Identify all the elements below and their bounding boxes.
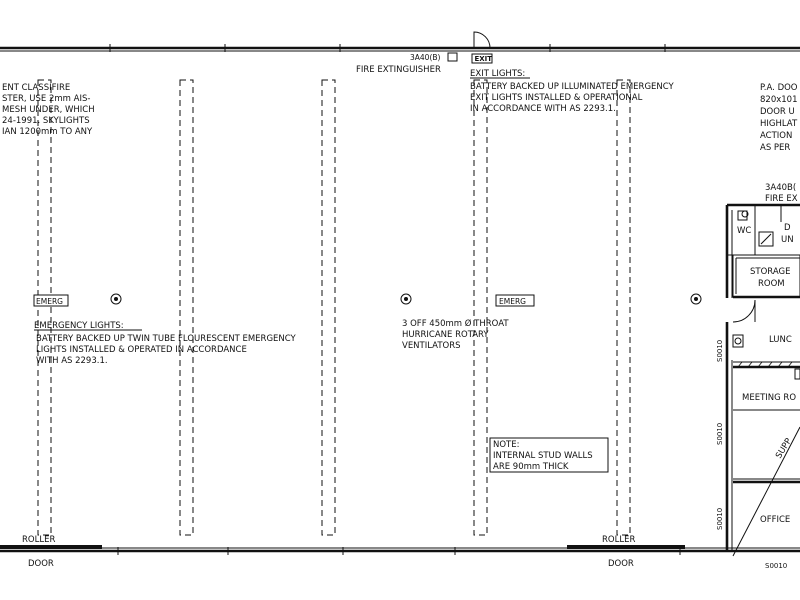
ventilator-symbols [110,293,702,305]
roller-door-top: ROLLER [602,535,635,545]
roller-door-bottom: DOOR [28,559,54,569]
stud-note-line: ARE 90mm THICK [493,462,569,472]
pa-note-line: 820x101 [760,95,797,105]
stud-note-line: INTERNAL STUD WALLS [493,451,593,461]
exit-lights-note: EXIT LIGHTS: BATTERY BACKED UP ILLUMINAT… [470,69,675,114]
outer-walls [0,46,800,553]
ventilators-line: VENTILATORS [402,341,461,351]
room-label-supply: SUPP [774,437,794,461]
roller-door-top: ROLLER [22,535,55,545]
pa-note-line: P.A. DOO [760,83,798,93]
emergency-lights-line: BATTERY BACKED UP TWIN TUBE FLOURESCENT … [36,334,297,344]
pa-note-line: AS PER [760,143,790,153]
emergency-lights-heading: EMERGENCY LIGHTS: [34,321,124,331]
left-note-line: IAN 1200mm TO ANY [2,127,93,137]
left-note-line: MESH UNDER, WHICH [2,105,95,115]
dimension-label: S0010 [716,340,724,362]
room-label-wc: WC [737,226,751,236]
emerg-tag: EMERG [499,297,526,306]
pa-note-line: DOOR U [760,107,795,117]
top-wall-ticks [109,44,666,52]
dimension-label: S0010 [765,562,787,570]
room-label-dis: UN [781,235,794,245]
ventilators-line: 3 OFF 450mm Ø THROAT [402,318,509,329]
room-label-dis: D [784,223,791,233]
roller-door-left: ROLLER DOOR [0,535,102,569]
stud-note-line: NOTE: [493,440,519,450]
extinguisher-label: FIRE EXTINGUISHER [356,65,441,75]
exit-lights-line: EXIT LIGHTS INSTALLED & OPERATIONAL [470,93,643,103]
ventilator-icon [400,293,412,305]
emergency-lights-line: WITH AS 2293.1. [36,356,108,366]
room-label-storage: STORAGE [750,267,790,277]
exit-door: EXIT [471,31,493,64]
exit-sign: EXIT [475,55,493,63]
left-note-line: ENT CLASSIFIRE [2,83,70,93]
roller-door-bottom: DOOR [608,559,634,569]
office-block [725,203,800,557]
exit-lights-line: BATTERY BACKED UP ILLUMINATED EMERGENCY [470,82,675,92]
ventilators-line: HURRICANE ROTARY [402,330,489,340]
emergency-lights-line: LIGHTS INSTALLED & OPERATED IN ACCORDANC… [36,345,247,355]
ventilator-icon [690,293,702,305]
emerg-tag: EMERG [36,297,63,306]
room-label-meeting: MEETING RO [742,393,796,403]
left-note-line: 24-1991. SKYLIGHTS [2,116,90,126]
stud-walls-note: NOTE: INTERNAL STUD WALLS ARE 90mm THICK [489,437,609,473]
extinguisher-code: 3A40(B) [410,53,441,62]
ventilator-icon [110,293,122,305]
extinguisher-right-line: 3A40B( [765,183,796,193]
skylight-strips [37,79,631,536]
dimension-label: S0010 [716,508,724,530]
left-note-line: STER, USE 2mm AIS- [2,94,90,104]
left-note: ENT CLASSIFIRE STER, USE 2mm AIS- MESH U… [2,83,95,137]
room-label-office: OFFICE [760,515,790,525]
pa-note-line: ACTION [760,131,792,141]
pa-door-note: P.A. DOO 820x101 DOOR U HIGHLAT ACTION A… [760,83,798,153]
roller-door-right: ROLLER DOOR [567,535,685,569]
room-label-storage: ROOM [758,279,785,289]
pa-note-line: HIGHLAT [760,119,798,129]
room-label-lunch: LUNC [769,335,792,345]
ventilators-note: 3 OFF 450mm Ø THROAT HURRICANE ROTARY VE… [402,318,509,351]
exit-lights-line: IN ACCORDANCE WITH AS 2293.1. [470,104,616,114]
emergency-lights-note: EMERGENCY LIGHTS: BATTERY BACKED UP TWIN… [34,321,297,366]
exit-lights-heading: EXIT LIGHTS: [470,69,525,79]
dimension-label: S0010 [716,423,724,445]
extinguisher-right-line: FIRE EX [765,194,798,204]
